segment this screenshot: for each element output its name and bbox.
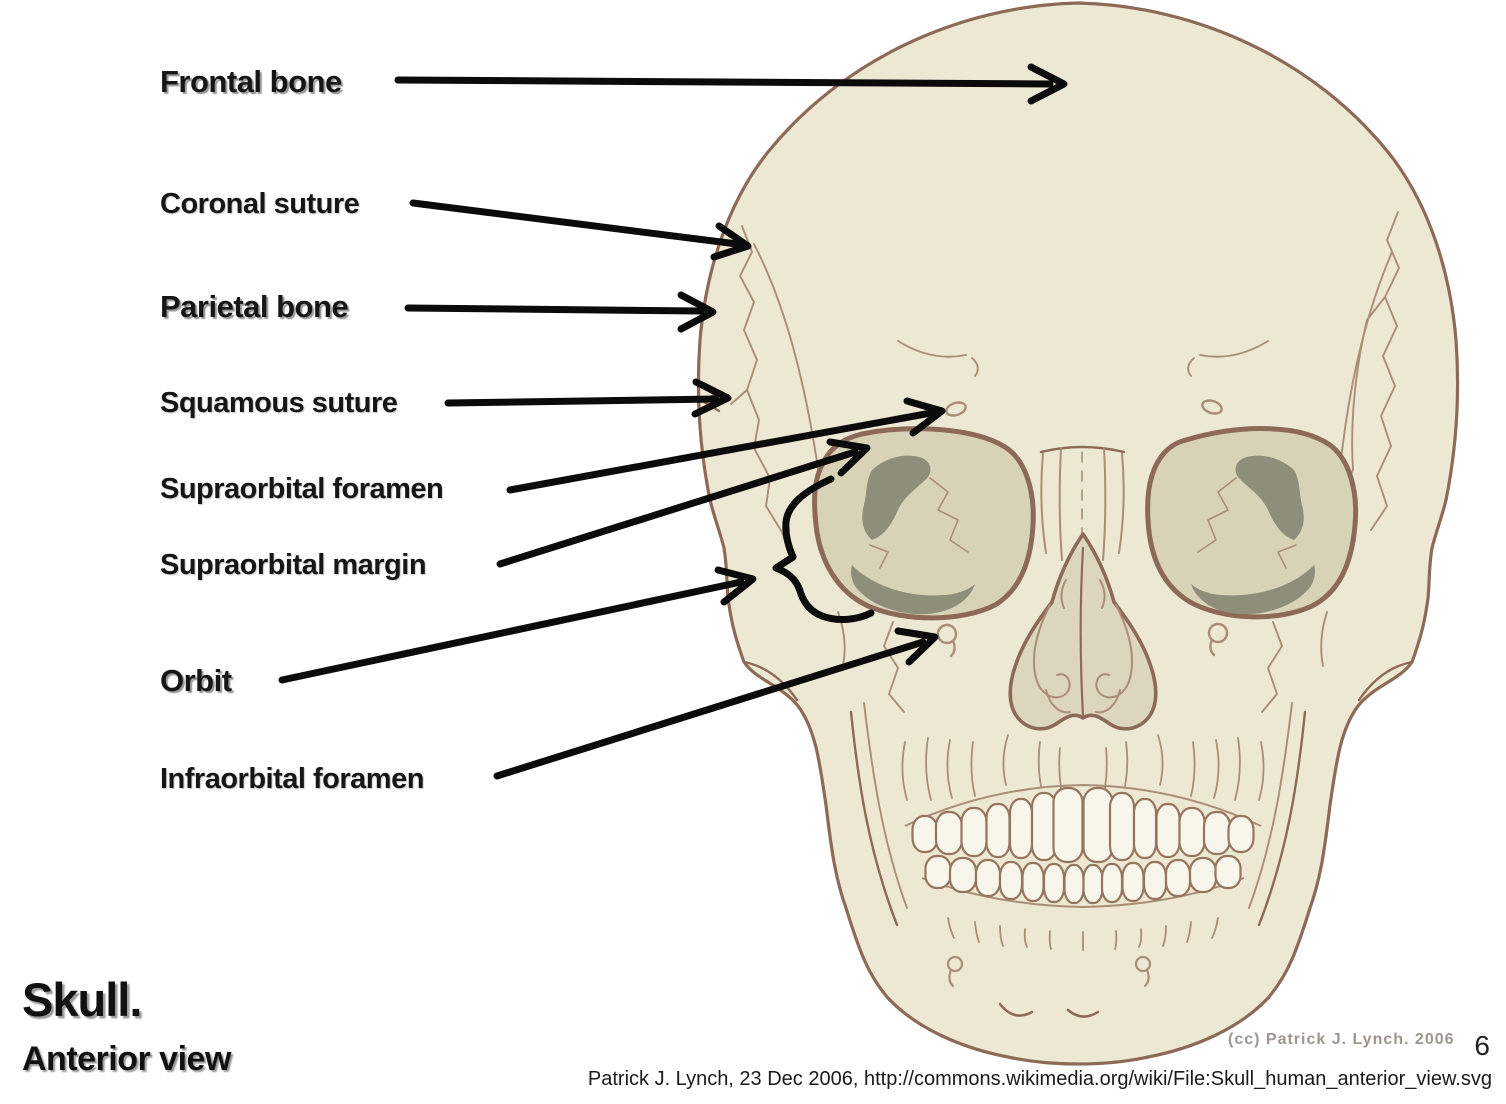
label-coronal-suture: Coronal suture [160,188,360,220]
label-frontal-bone: Frontal bone [160,64,342,99]
orbit-bracket [772,475,875,624]
chin-dimples [998,1002,1100,1018]
nasal-aperture [1008,532,1158,731]
left-orbit [812,426,1036,621]
supraorbital-foramina [945,399,1223,417]
arrow-infraorbital-foramen [493,627,939,780]
arrow-coronal-suture [409,199,752,261]
slide-subtitle: Anterior view [22,1040,231,1078]
alveolar-arcs [904,783,1262,909]
orbital-fissures [851,455,1315,615]
mandible-details [947,917,1219,951]
page-number: 6 [1474,1030,1490,1061]
label-infraorbital-foramen: Infraorbital foramen [160,763,424,795]
orbit-sutures [869,477,1297,569]
nasal-conchae [1032,546,1134,718]
arrow-parietal-bone [404,291,717,333]
illustration-watermark: (cc) Patrick J. Lynch. 2006 [1228,1031,1455,1048]
attribution-line: Patrick J. Lynch, 23 Dec 2006, http://co… [587,1068,1492,1090]
infraorbital-foramina [936,622,1229,658]
annotation-arrows [278,63,1068,780]
label-squamous-suture: Squamous suture [160,387,398,419]
structural-lines [699,382,1414,927]
label-orbit: Orbit [160,663,232,698]
right-orbit [1145,426,1359,620]
arrow-supraorbital-margin [496,438,871,568]
label-supraorbital-foramen: Supraorbital foramen [160,473,444,505]
arrow-frontal-bone [394,63,1068,105]
maxilla-striations [901,734,1265,801]
lower-teeth [924,854,1242,905]
mental-foramina [946,955,1152,988]
label-supraorbital-margin: Supraorbital margin [160,549,427,581]
slide-title: Skull. [22,973,142,1026]
arrow-supraorbital-foramen [506,397,946,494]
nasal-bridge [1040,447,1125,561]
arrow-squamous-suture [444,378,732,418]
arrow-orbit [278,566,757,684]
orbits [812,426,1359,621]
label-parietal-bone: Parietal bone [160,289,349,324]
upper-teeth [911,786,1255,864]
